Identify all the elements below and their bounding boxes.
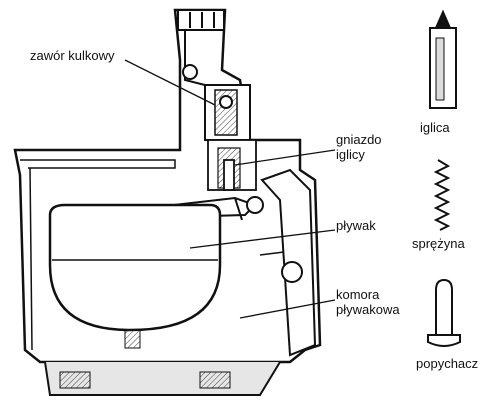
spring-part <box>433 159 451 231</box>
float <box>48 203 222 349</box>
side-tube <box>260 168 317 357</box>
label-float: pływak <box>336 218 376 233</box>
ball-valve <box>182 64 251 141</box>
label-ball-valve: zawór kulkowy <box>30 48 115 63</box>
label-pusher: popychacz <box>416 356 479 371</box>
leader-float <box>189 229 336 249</box>
leader-lines <box>124 59 336 319</box>
float-chamber-housing <box>13 8 322 396</box>
label-needle: iglica <box>420 120 450 135</box>
label-spring: sprężyna <box>412 236 465 251</box>
fuel-inlet-tube <box>177 9 225 86</box>
label-float-chamber: komora pływakowa <box>336 287 400 317</box>
leader-float-chamber <box>239 299 336 319</box>
needle-seat <box>207 139 257 191</box>
needle-part <box>429 9 457 109</box>
label-needle-seat: gniazdo iglicy <box>336 132 382 162</box>
pusher-part <box>427 278 461 347</box>
leader-ball-valve <box>124 59 216 106</box>
leader-needle-seat <box>234 149 336 166</box>
